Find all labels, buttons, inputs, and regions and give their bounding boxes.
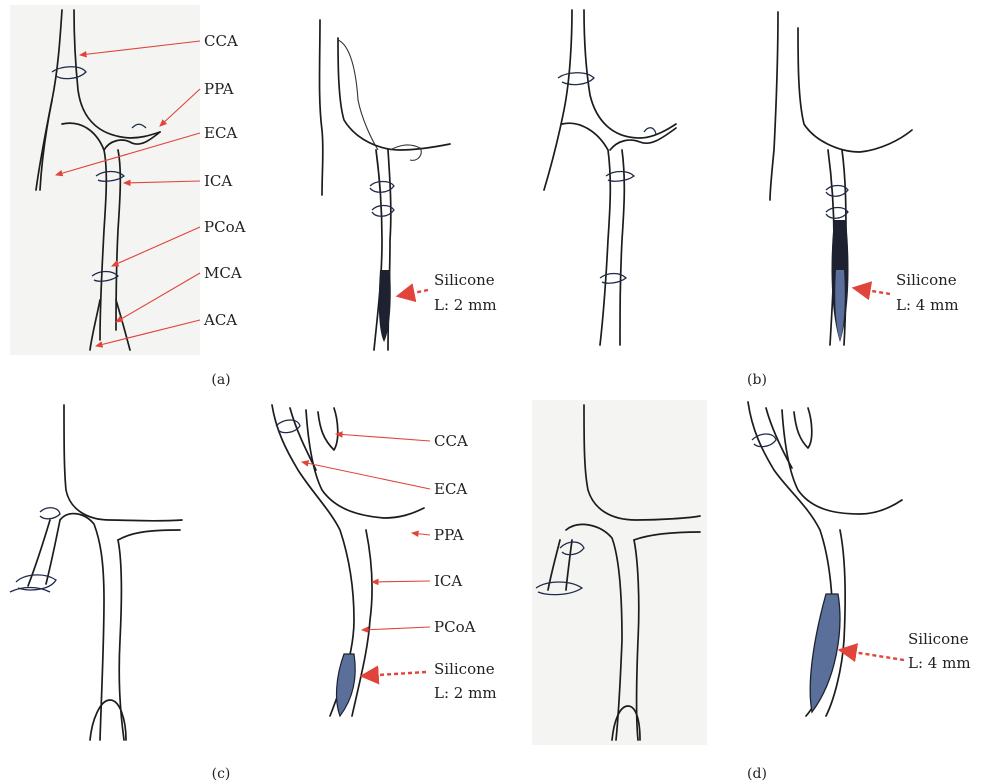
silicone-label: Silicone bbox=[896, 271, 957, 289]
panel-a-left-drawing bbox=[10, 5, 200, 355]
pointer-line bbox=[362, 627, 430, 630]
silicone-label: Silicone bbox=[908, 630, 969, 648]
silicone-plug bbox=[810, 594, 840, 712]
cca-right-wall bbox=[782, 410, 902, 514]
label-mca: MCA bbox=[204, 264, 242, 282]
panel-label-b: (b) bbox=[747, 372, 767, 388]
label-eca: ECA bbox=[204, 124, 237, 142]
silicone-arrow bbox=[854, 288, 890, 294]
ica-right-wall bbox=[620, 150, 624, 345]
label-pcoa: PCoA bbox=[204, 218, 246, 236]
cca-vessel bbox=[338, 40, 378, 150]
label-cca: CCA bbox=[434, 432, 468, 450]
panel-c-right-drawing bbox=[272, 405, 424, 716]
panel-label-c: (c) bbox=[212, 766, 231, 782]
panel-c-pointers bbox=[302, 434, 430, 676]
ligature bbox=[826, 208, 848, 219]
panel-b-right-drawing: Silicone L: 4 mm bbox=[770, 12, 959, 345]
silicone-length: L: 2 mm bbox=[434, 296, 497, 314]
panel-label-a: (a) bbox=[211, 372, 230, 388]
ica-left-wall bbox=[60, 514, 104, 740]
eca-vessel bbox=[770, 12, 778, 200]
ligature bbox=[40, 508, 60, 519]
panel-a-labels: CCA PPA ECA ICA PCoA MCA ACA bbox=[203, 32, 246, 329]
pointer-line bbox=[412, 533, 430, 535]
ligature bbox=[644, 128, 656, 134]
cca-right-wall bbox=[584, 10, 676, 138]
label-ica: ICA bbox=[434, 572, 462, 590]
label-ppa: PPA bbox=[434, 526, 464, 544]
ica-left-wall bbox=[562, 123, 610, 345]
ppa-vessel bbox=[610, 128, 676, 150]
sketch-paper bbox=[10, 5, 200, 355]
pointer-line bbox=[302, 462, 430, 489]
ligature bbox=[752, 434, 776, 447]
panel-b-left-drawing bbox=[544, 10, 676, 345]
cca-right-wall bbox=[798, 28, 912, 152]
label-cca: CCA bbox=[204, 32, 238, 50]
cca-vessel bbox=[794, 408, 812, 448]
pointer-line bbox=[336, 434, 430, 441]
panel-c-left-drawing bbox=[10, 405, 182, 740]
silicone-label: Silicone bbox=[434, 271, 495, 289]
silicone-label: Silicone bbox=[434, 660, 495, 678]
ppa-vessel bbox=[390, 145, 421, 160]
eca-vessel bbox=[320, 20, 323, 195]
silicone-arrow bbox=[840, 650, 904, 660]
label-pcoa: PCoA bbox=[434, 618, 476, 636]
panel-d-left-drawing bbox=[532, 400, 707, 745]
silicone-arrow bbox=[362, 672, 426, 676]
label-ica: ICA bbox=[204, 172, 232, 190]
ppa-vessel bbox=[118, 530, 180, 540]
cca-right-wall bbox=[306, 410, 424, 518]
panel-c-labels: CCA ECA PPA ICA PCoA Silicone L: 2 mm bbox=[434, 432, 497, 702]
panel-a-right-drawing: Silicone L: 2 mm bbox=[320, 20, 497, 350]
label-ppa: PPA bbox=[204, 80, 234, 98]
ligature bbox=[600, 274, 626, 284]
eca-vessel bbox=[46, 520, 60, 584]
pointer-line bbox=[372, 581, 430, 582]
label-eca: ECA bbox=[434, 480, 467, 498]
silicone-plug bbox=[337, 654, 356, 716]
silicone-length: L: 4 mm bbox=[908, 654, 971, 672]
cca-right-wall bbox=[64, 405, 182, 521]
cca-left-wall bbox=[544, 10, 572, 190]
panel-label-d: (d) bbox=[747, 766, 767, 782]
panel-d-right-drawing: Silicone L: 4 mm bbox=[748, 402, 971, 716]
silicone-length: L: 2 mm bbox=[434, 684, 497, 702]
cca-right-wall bbox=[338, 38, 450, 150]
cca-vessel bbox=[318, 408, 338, 450]
silicone-plug bbox=[835, 270, 845, 340]
silicone-length: L: 4 mm bbox=[896, 296, 959, 314]
ica-right-wall bbox=[352, 530, 372, 716]
silicone-arrow bbox=[398, 290, 428, 296]
label-aca: ACA bbox=[203, 311, 237, 329]
